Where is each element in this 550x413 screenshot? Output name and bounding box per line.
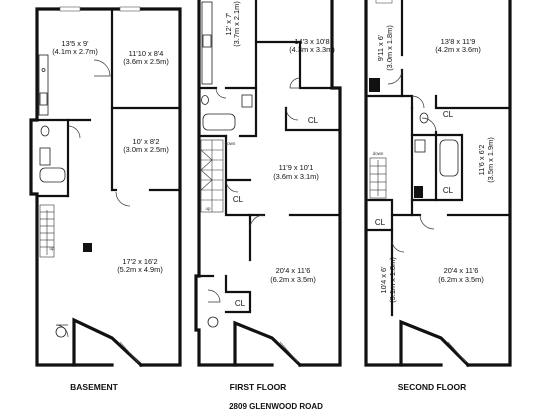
bathroom-sink (39, 147, 51, 166)
door-swing (387, 69, 403, 85)
bay-window (447, 341, 467, 363)
first-floor-interior-wall (254, 0, 334, 90)
bathroom-sink (241, 94, 253, 108)
closet-label: CL (443, 186, 454, 195)
second-floor-interior-wall (390, 198, 414, 317)
room-metric: (3.5m x 1.9m) (486, 137, 495, 183)
room-metric: (3.1m x 1.8m) (388, 257, 397, 303)
room-dims: 9'11 x 6' (376, 34, 385, 61)
door-swing (249, 214, 265, 230)
second-floor-stair (369, 157, 387, 199)
room-dims: 13'5 x 9' (61, 39, 89, 48)
room-metric: (3.6m x 3.1m) (273, 172, 319, 181)
first-floor-interior-wall (197, 274, 252, 314)
room-metric: (3.0m x 1.8m) (385, 25, 394, 71)
room-dims: 11'9 x 10'1 (279, 163, 314, 172)
boiler-block (83, 243, 92, 252)
stair-up-label: up (205, 206, 211, 211)
second-floor-outer-wall (364, 0, 512, 367)
room-metric: (4.1m x 2.7m) (52, 47, 98, 56)
stair-up-label: up (49, 246, 55, 251)
first-floor-stair (200, 139, 224, 213)
entry-door (207, 289, 221, 303)
first-floor-interior-wall (197, 86, 258, 138)
chimney-block (414, 186, 423, 198)
room-dims: 11'10 x 8'4 (129, 49, 164, 58)
room-metric: (3.6m x 2.5m) (123, 57, 169, 66)
basement-window (119, 6, 141, 12)
basement-bay-wall (72, 317, 144, 368)
room-metric: (4.2m x 3.6m) (435, 45, 481, 54)
bathtub (202, 113, 236, 131)
room-dims: 20'4 x 11'6 (444, 266, 479, 275)
room-dims: 11'6 x 6'2 (477, 145, 486, 176)
room-dims: 14'3 x 10'8 (294, 37, 329, 46)
room-dims: 13'8 x 11'9 (441, 37, 476, 46)
bay-window (119, 341, 140, 364)
bathroom-sink (414, 139, 426, 153)
room-dims: 17'2 x 16'2 (122, 257, 157, 266)
bathtub (439, 139, 459, 177)
room-metric: (5.2m x 4.9m) (117, 265, 163, 274)
kitchen-sink (202, 34, 212, 48)
door-swing (421, 117, 437, 133)
closet-label: CL (308, 116, 319, 125)
second-floor-plan: down 9'11 x 6' (3.0m x 1.8m) 13'8 x 11'9… (364, 0, 512, 392)
door-swing (225, 179, 239, 193)
second-floor-bay-wall (399, 319, 471, 368)
chimney-block (369, 78, 380, 92)
stair-down-label: down (225, 141, 236, 146)
floor-label-first: FIRST FLOOR (230, 382, 287, 392)
room-dims: 20'4 x 11'6 (276, 266, 311, 275)
bathtub (39, 167, 66, 183)
door-swing (411, 95, 425, 109)
kitchen-counter (38, 54, 49, 116)
kitchen-sink (39, 92, 48, 106)
basement-window (59, 6, 81, 12)
door-swing (289, 77, 301, 89)
door-swing (67, 125, 81, 139)
first-floor-interior-wall (224, 134, 252, 262)
first-floor-interior-wall (284, 106, 342, 132)
floor-label-basement: BASEMENT (70, 382, 119, 392)
door-swing (391, 239, 405, 253)
second-floor-interior-wall (410, 106, 438, 202)
room-metric: (4.3m x 3.3m) (289, 45, 335, 54)
first-floor-plan: down up 12' x 7' (3.7m x 2.1m) 14'3 x 10… (194, 0, 342, 392)
closet-label: CL (233, 195, 244, 204)
entry-step (207, 316, 219, 328)
floor-label-second: SECOND FLOOR (398, 382, 466, 392)
room-dims: 10' x 8'2 (132, 137, 159, 146)
door-swing (419, 214, 435, 230)
door-swing (285, 107, 299, 121)
basement-interior-wall (110, 106, 182, 192)
entry-step (55, 326, 67, 338)
basement-plan: up 13'5 x 9' (4.1m x 2.7m) 11'10 x 8'4 (… (29, 6, 182, 392)
basement-interior-wall (35, 118, 92, 198)
room-metric: (6.2m x 3.5m) (270, 275, 316, 284)
basement-stair (39, 204, 55, 258)
bay-window (279, 341, 299, 363)
toilet (201, 95, 209, 105)
closet-label: CL (235, 299, 246, 308)
door-swing (93, 59, 111, 77)
toilet (40, 125, 50, 137)
room-metric: (3.7m x 2.1m) (232, 1, 241, 47)
second-floor-window (375, 0, 393, 4)
second-floor-interior-wall (410, 133, 464, 202)
first-floor-outer-wall (194, 0, 342, 367)
property-address: 2809 GLENWOOD ROAD (229, 402, 323, 411)
room-metric: (3.0m x 2.5m) (123, 145, 169, 154)
stair-down-label: down (373, 151, 384, 156)
door-swing (115, 191, 131, 207)
door-swing (215, 87, 227, 99)
stove-burner (41, 68, 46, 72)
room-dims: 10'4 x 6' (379, 266, 388, 294)
room-metric: (6.2m x 3.5m) (438, 275, 484, 284)
first-floor-bay-wall (233, 320, 303, 368)
closet-label: CL (375, 218, 386, 227)
room-dims: 12' x 7' (224, 12, 233, 36)
closet-label: CL (443, 110, 454, 119)
